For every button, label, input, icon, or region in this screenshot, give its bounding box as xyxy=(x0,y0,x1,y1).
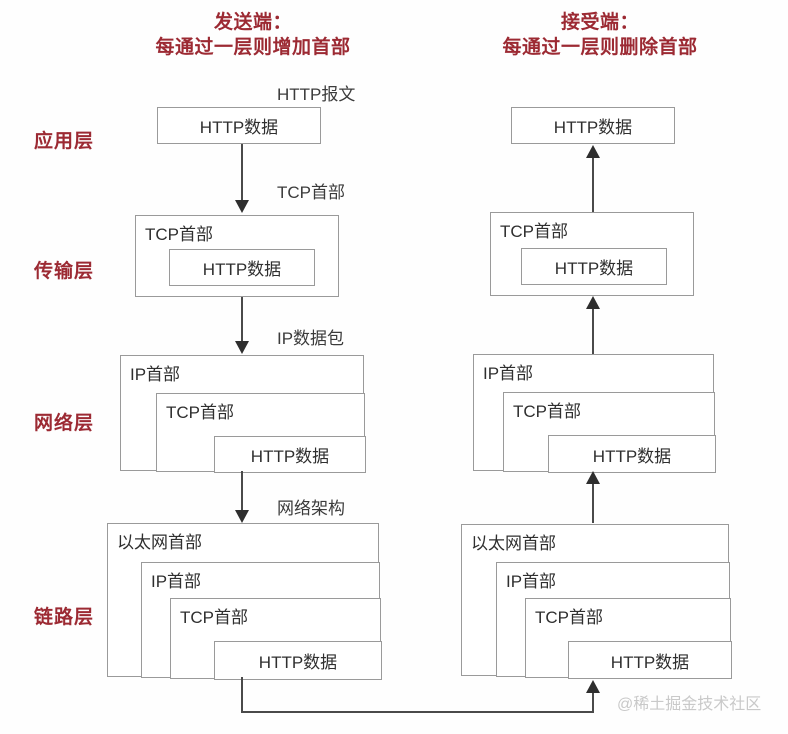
sender-transport-payload: HTTP数据 xyxy=(169,249,315,286)
receiver-transport-payload: HTTP数据 xyxy=(521,248,667,285)
receiver-heading-line2: 每通过一层则删除首部 xyxy=(502,37,698,59)
sender-connector-network-to-link xyxy=(241,471,243,512)
receiver-link-inner-header2-label: TCP首部 xyxy=(535,608,603,627)
sender-network-pdu: IP首部 TCP首部 HTTP数据 xyxy=(120,355,366,473)
bottom-connector-arrow xyxy=(586,680,600,693)
sender-application-pdu: HTTP数据 xyxy=(157,107,321,144)
receiver-connector-network-to-transport xyxy=(592,308,594,354)
receiver-network-inner-header-label: TCP首部 xyxy=(513,402,581,421)
sender-network-inner-header-label: TCP首部 xyxy=(166,403,234,422)
sender-link-pdu: 以太网首部 IP首部 TCP首部 HTTP数据 xyxy=(107,523,382,680)
receiver-arrow-transport-to-app xyxy=(586,145,600,158)
watermark-label: @稀土掘金技术社区 xyxy=(617,696,762,713)
sender-column-heading: 发送端： 每通过一层则增加首部 xyxy=(118,10,388,60)
sender-link-inner-tcp: TCP首部 HTTP数据 xyxy=(170,598,382,680)
sender-arrow-transport-to-network xyxy=(235,341,249,354)
layer-label-transport: 传输层 xyxy=(33,261,94,282)
bottom-connector-left-leg xyxy=(241,677,243,713)
sender-network-inner-tcp: TCP首部 HTTP数据 xyxy=(156,393,366,473)
caption-network-frame: 网络架构 xyxy=(277,499,345,518)
receiver-connector-link-to-network xyxy=(592,483,594,523)
caption-http-message: HTTP报文 xyxy=(277,85,356,104)
sender-connector-transport-to-network xyxy=(241,297,243,343)
receiver-link-inner-ip: IP首部 TCP首部 HTTP数据 xyxy=(496,562,732,679)
sender-transport-payload-label: HTTP数据 xyxy=(202,260,282,279)
sender-network-payload: HTTP数据 xyxy=(214,436,366,473)
caption-tcp-header: TCP首部 xyxy=(277,183,345,202)
sender-arrow-network-to-link xyxy=(235,510,249,523)
caption-ip-packet: IP数据包 xyxy=(277,329,345,348)
receiver-transport-pdu: TCP首部 HTTP数据 xyxy=(490,212,694,296)
sender-heading-line1: 发送端： xyxy=(213,12,292,33)
layer-label-network: 网络层 xyxy=(33,413,94,434)
receiver-heading-line1: 接受端： xyxy=(560,12,639,33)
receiver-link-payload: HTTP数据 xyxy=(568,641,732,679)
receiver-network-inner-tcp: TCP首部 HTTP数据 xyxy=(503,392,716,473)
receiver-transport-payload-label: HTTP数据 xyxy=(554,259,634,278)
receiver-link-inner-tcp: TCP首部 HTTP数据 xyxy=(525,598,732,679)
receiver-application-payload-label: HTTP数据 xyxy=(553,118,633,137)
bottom-connector-right-leg xyxy=(592,692,594,713)
sender-network-payload-label: HTTP数据 xyxy=(250,447,330,466)
sender-link-payload-label: HTTP数据 xyxy=(258,653,338,672)
bottom-connector-horizontal xyxy=(241,711,594,713)
sender-application-payload-label: HTTP数据 xyxy=(199,118,279,137)
sender-link-header-label: 以太网首部 xyxy=(117,533,202,552)
receiver-link-payload-label: HTTP数据 xyxy=(610,652,690,672)
layer-label-application: 应用层 xyxy=(33,131,94,152)
receiver-application-pdu: HTTP数据 xyxy=(511,107,675,144)
sender-transport-pdu: TCP首部 HTTP数据 xyxy=(135,215,339,297)
sender-link-inner-header2-label: TCP首部 xyxy=(180,608,248,627)
receiver-arrow-network-to-transport xyxy=(586,296,600,309)
receiver-connector-transport-to-app xyxy=(592,157,594,212)
sender-link-inner-ip: IP首部 TCP首部 HTTP数据 xyxy=(141,562,382,680)
layer-label-link: 链路层 xyxy=(33,607,94,628)
sender-network-header-label: IP首部 xyxy=(130,365,181,384)
receiver-link-header-label: 以太网首部 xyxy=(471,534,556,553)
sender-link-inner-header-label: IP首部 xyxy=(151,572,202,591)
sender-transport-header-label: TCP首部 xyxy=(145,225,213,244)
receiver-network-header-label: IP首部 xyxy=(483,364,534,383)
receiver-column-heading: 接受端： 每通过一层则删除首部 xyxy=(465,10,735,60)
sender-heading-line2: 每通过一层则增加首部 xyxy=(155,37,351,59)
sender-arrow-app-to-transport xyxy=(235,200,249,213)
receiver-arrow-link-to-network xyxy=(586,471,600,484)
receiver-transport-header-label: TCP首部 xyxy=(500,222,568,241)
sender-link-payload: HTTP数据 xyxy=(214,641,382,680)
receiver-link-inner-header-label: IP首部 xyxy=(506,572,557,591)
receiver-network-pdu: IP首部 TCP首部 HTTP数据 xyxy=(473,354,716,473)
receiver-network-payload-label: HTTP数据 xyxy=(592,446,672,466)
receiver-network-payload: HTTP数据 xyxy=(548,435,716,473)
sender-connector-app-to-transport xyxy=(241,144,243,202)
receiver-link-pdu: 以太网首部 IP首部 TCP首部 HTTP数据 xyxy=(461,524,732,679)
